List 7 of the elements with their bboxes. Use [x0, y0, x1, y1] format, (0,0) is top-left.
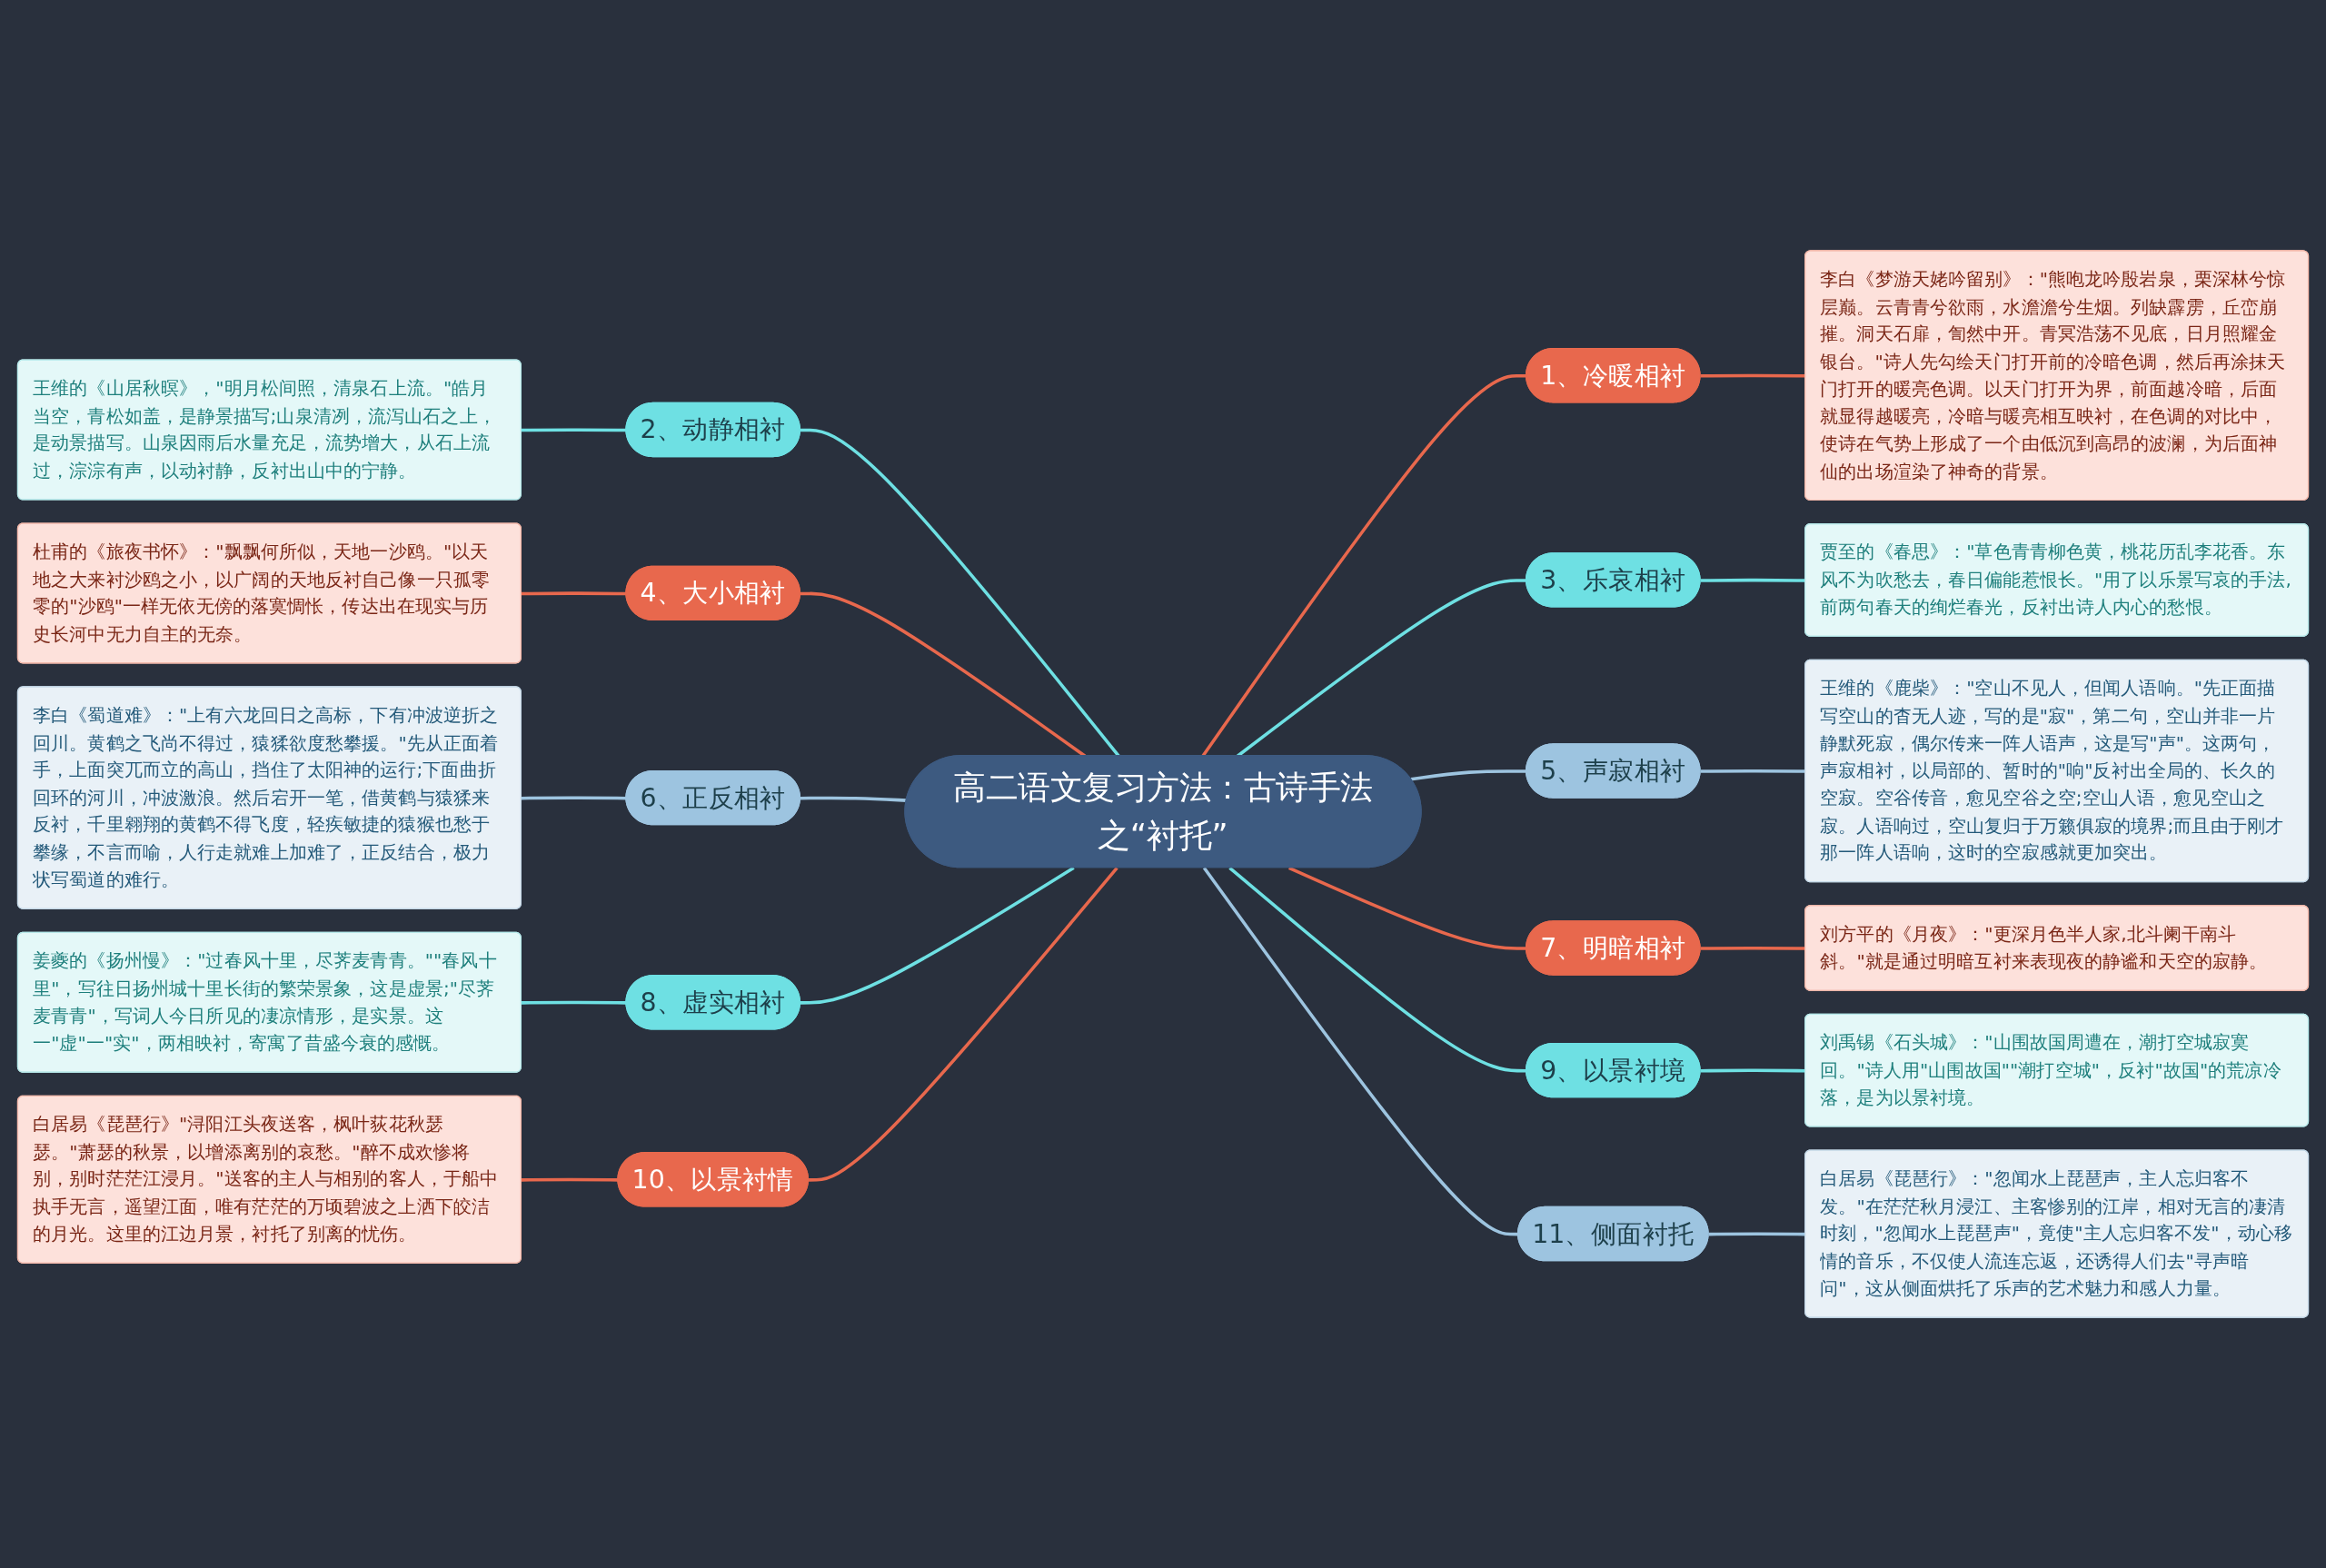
connector — [800, 866, 1075, 1005]
connector — [521, 591, 627, 596]
connector — [521, 1177, 619, 1182]
connector — [521, 428, 627, 432]
connector — [809, 867, 1118, 1182]
connector — [521, 796, 627, 800]
connector — [800, 796, 907, 802]
